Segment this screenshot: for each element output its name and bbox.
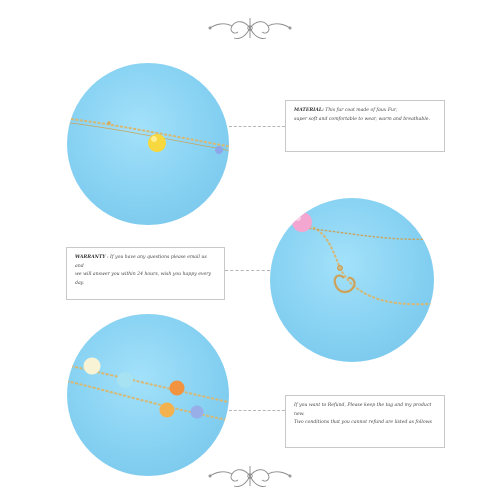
warranty-text-1: : If you have any questions please email… (75, 255, 207, 269)
warranty-info-box: WARRANTY : If you have any questions ple… (66, 247, 225, 300)
connector-line-2 (225, 270, 270, 271)
material-label: MATERIAL: (294, 108, 324, 113)
product-photo-yellow-bead (67, 63, 229, 225)
bottom-scroll-ornament (200, 458, 300, 494)
refund-text-line-1: If you want to Refund, Please keep the t… (294, 403, 432, 417)
material-text-line-1: MATERIAL: This fur coat made of faux Fur… (294, 107, 436, 116)
scroll-ornament-icon (208, 18, 292, 39)
connector-line-3 (229, 410, 285, 411)
chain-with-yellow-bead-image (67, 117, 229, 154)
warranty-text-line-1: WARRANTY : If you have any questions ple… (75, 254, 216, 271)
product-photo-pink-bead-clasp (270, 198, 434, 362)
refund-text-line-2: Two conditions that you cannot refund ar… (294, 420, 432, 425)
product-photo-multicolor-beads (67, 314, 229, 476)
chain-with-pink-bead-image (292, 212, 434, 306)
chain-with-multicolor-beads-image (67, 357, 229, 422)
material-text-1: This fur coat made of faux Fur, (325, 108, 398, 113)
material-text-line-2: super soft and comfortable to wear, warm… (294, 116, 430, 122)
warranty-label: WARRANTY (75, 255, 106, 260)
scroll-ornament-icon (208, 466, 292, 487)
connector-line-1 (229, 126, 285, 127)
top-scroll-ornament (200, 10, 300, 46)
material-info-box: MATERIAL: This fur coat made of faux Fur… (285, 100, 445, 152)
refund-info-box: If you want to Refund, Please keep the t… (285, 395, 445, 448)
warranty-text-line-2: we will answer you within 24 hours, wish… (75, 272, 212, 286)
